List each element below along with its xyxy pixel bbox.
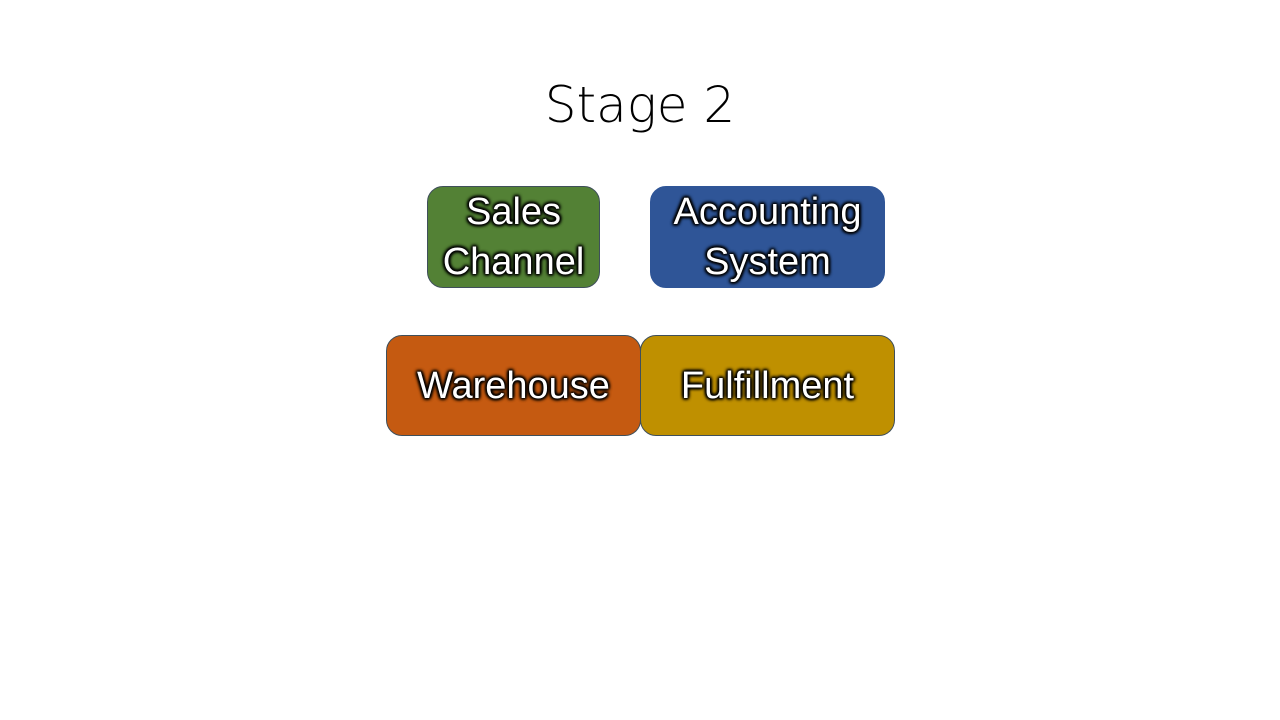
accounting-system-box: Accounting System [650, 186, 885, 288]
warehouse-label: Warehouse [417, 364, 610, 407]
fulfillment-box: Fulfillment [640, 335, 895, 436]
fulfillment-label: Fulfillment [680, 364, 855, 407]
accounting-system-label: Accounting System [673, 191, 862, 283]
sales-channel-label: Sales Channel [442, 191, 585, 283]
slide-title: Stage 2 [544, 76, 736, 134]
warehouse-box: Warehouse [386, 335, 641, 436]
sales-channel-box: Sales Channel [427, 186, 600, 288]
